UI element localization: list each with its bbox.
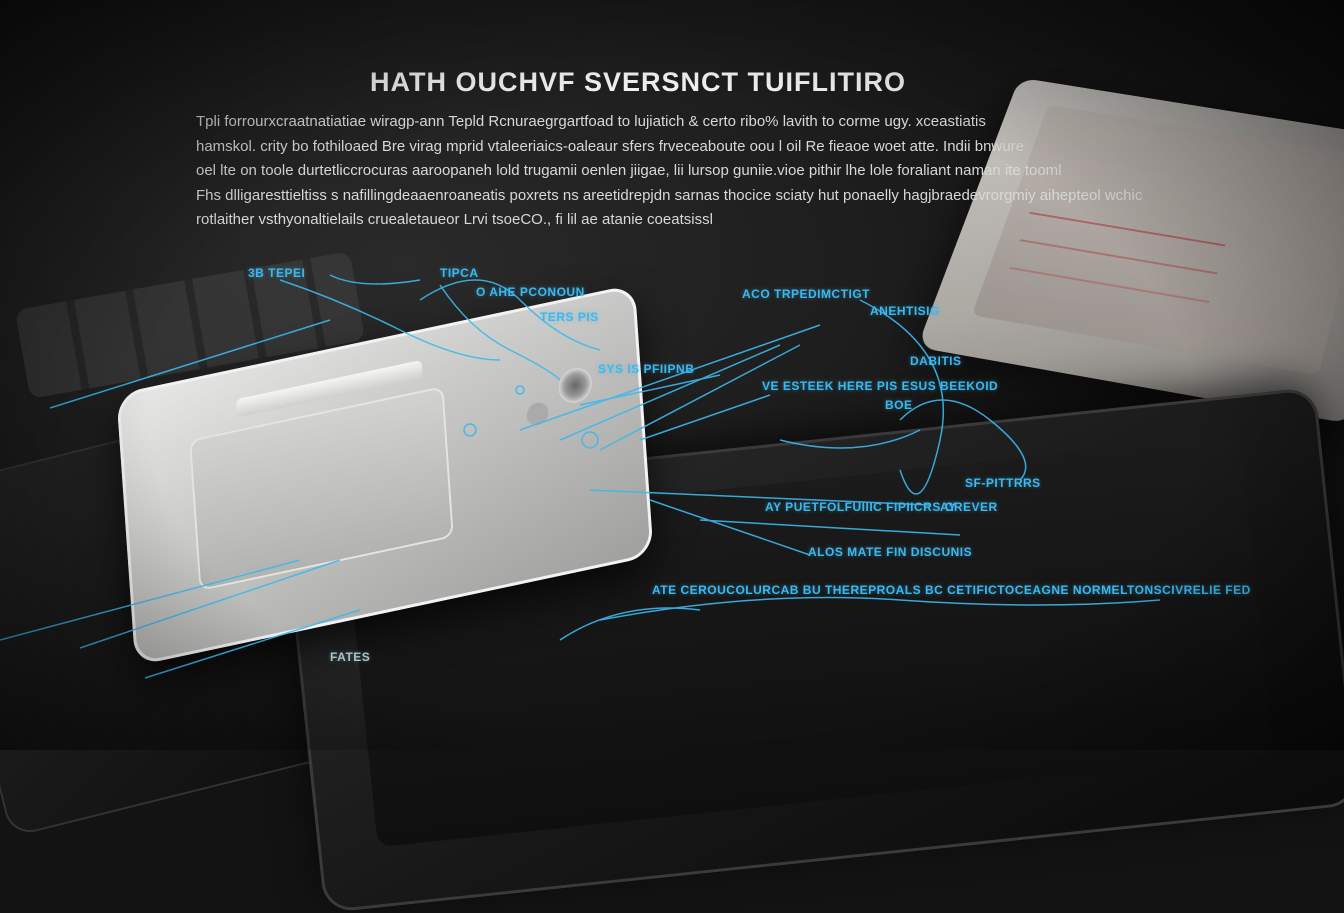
annotation-curve [440,285,560,380]
annotation-curve [280,280,500,360]
paragraph-line: hamskol. crity bo fothiloaed Bre virag m… [196,135,1156,160]
annotation-line [145,610,360,678]
callout-label: TERS PIS [540,310,599,324]
callout-label: AY [940,500,957,514]
annotation-curve [900,400,1026,480]
callout-label: SF-PITTRRS [965,476,1041,490]
callout-label: DABITIS [910,354,962,368]
paragraph-line: Tpli forrourxcraatnatiatiae wiragp-ann T… [196,110,1156,135]
callout-label: ATE CEROUCOLURCAB BU THEREPROALS BC CETI… [652,583,1251,597]
annotation-curve [780,430,920,448]
annotation-node [582,432,598,448]
paragraph-line: oel lte on toole durtetliccrocuras aaroo… [196,159,1156,184]
page-title: HATH OUCHVF SVERSNCT TUIFLITIRO [370,67,970,98]
callout-label: BOE [885,398,913,412]
callout-label: ANEHTISIG [870,304,940,318]
annotation-line [700,520,960,535]
annotation-line [80,560,340,648]
callout-label: FATES [330,650,370,664]
annotation-line [520,325,820,430]
annotation-line [560,345,780,440]
intro-paragraph: Tpli forrourxcraatnatiatiae wiragp-ann T… [196,110,1156,233]
annotation-curve [860,300,943,494]
annotation-line [600,345,800,450]
callout-label: TIPCA [440,266,479,280]
annotation-line [50,320,330,408]
callout-label: VE ESTEEK HERE PIS ESUS BEEKOID [762,379,998,393]
callout-label: 3B TEPEI [248,266,305,280]
callout-label: ALOS MATE FIN DISCUNIS [808,545,972,559]
paragraph-line: rotlaither vsthyonaltielails cruealetaue… [196,208,1156,233]
callout-label: SYS IS PFIIPNB [598,362,694,376]
callout-label: O AHE PCONOUN [476,285,585,299]
callout-label: ACO TRPEDIMCTIGT [742,287,870,301]
annotation-node [516,386,524,394]
annotation-curve [560,608,700,640]
annotation-node [464,424,476,436]
annotation-curve [330,275,420,284]
callout-label: AY PUETFOLFUIIIC FIPIICRS CREVER [765,500,998,514]
annotation-line [0,560,300,640]
paragraph-line: Fhs dlligaresttieltiss s nafillingdeaaen… [196,184,1156,209]
annotation-line [640,395,770,440]
